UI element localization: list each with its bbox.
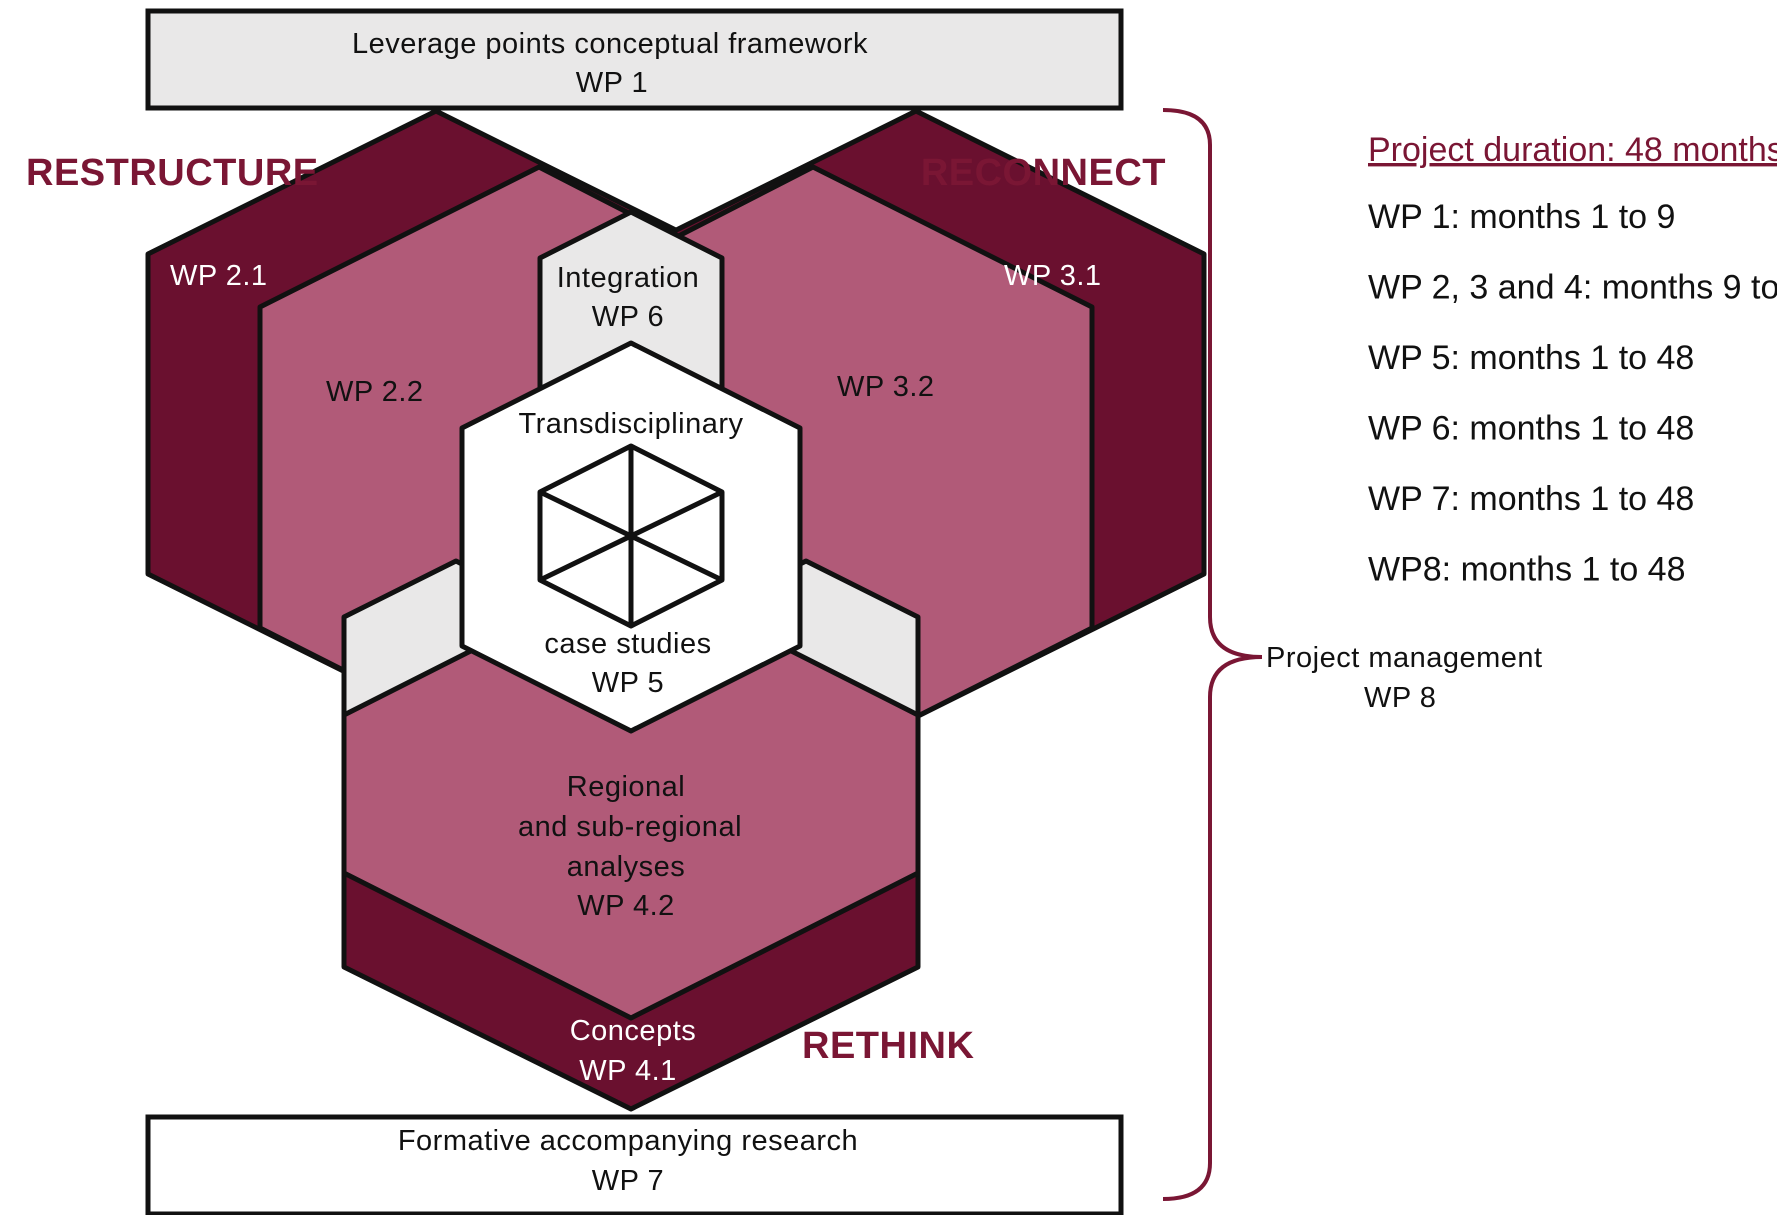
label-regional: Regional <box>567 771 685 803</box>
duration-item: WP 1: months 1 to 9 <box>1368 198 1675 236</box>
label-wp-4-2: WP 4.2 <box>577 890 675 922</box>
project-management-brace <box>1162 108 1263 1201</box>
label-wp-2-2: WP 2.2 <box>326 376 424 408</box>
category-restructure: RESTRUCTURE <box>26 152 319 194</box>
duration-item: WP 5: months 1 to 48 <box>1368 339 1694 377</box>
top-box <box>145 8 1124 111</box>
label-wp-3-2: WP 3.2 <box>837 371 935 403</box>
project-duration-title: Project duration: 48 months <box>1368 131 1777 169</box>
label-concepts: Concepts <box>570 1015 697 1047</box>
bottom-box-line2: WP 7 <box>592 1165 664 1197</box>
cube-icon <box>537 443 725 629</box>
label-integration: Integration <box>557 262 700 294</box>
label-wp-2-1: WP 2.1 <box>170 260 268 292</box>
top-box-line2: WP 1 <box>576 67 648 99</box>
label-wp-3-1: WP 3.1 <box>1004 260 1102 292</box>
bottom-hexagon <box>341 567 921 1112</box>
label-analyses: analyses <box>567 851 685 883</box>
label-project-management: Project management <box>1266 642 1543 674</box>
label-wp-5: WP 5 <box>592 667 664 699</box>
label-wp-6: WP 6 <box>592 301 664 333</box>
duration-item: WP8: months 1 to 48 <box>1368 551 1686 589</box>
bottom-box <box>145 1114 1124 1215</box>
label-case-studies: case studies <box>544 628 711 660</box>
bottom-box-line1: Formative accompanying research <box>398 1125 858 1157</box>
label-transdisciplinary: Transdisciplinary <box>519 408 744 440</box>
top-box-line1: Leverage points conceptual framework <box>352 28 868 60</box>
category-rethink: RETHINK <box>802 1025 974 1067</box>
duration-item: WP 2, 3 and 4: months 9 to 42 <box>1368 269 1777 307</box>
duration-item: WP 6: months 1 to 48 <box>1368 410 1694 448</box>
category-reconnect: RECONNECT <box>921 152 1166 194</box>
label-wp-4-1: WP 4.1 <box>579 1055 677 1087</box>
label-wp-8: WP 8 <box>1364 682 1436 714</box>
duration-item: WP 7: months 1 to 48 <box>1368 480 1694 518</box>
label-sub-regional: and sub-regional <box>518 811 742 843</box>
duration-list: WP 1: months 1 to 9 WP 2, 3 and 4: months… <box>1368 198 1777 589</box>
